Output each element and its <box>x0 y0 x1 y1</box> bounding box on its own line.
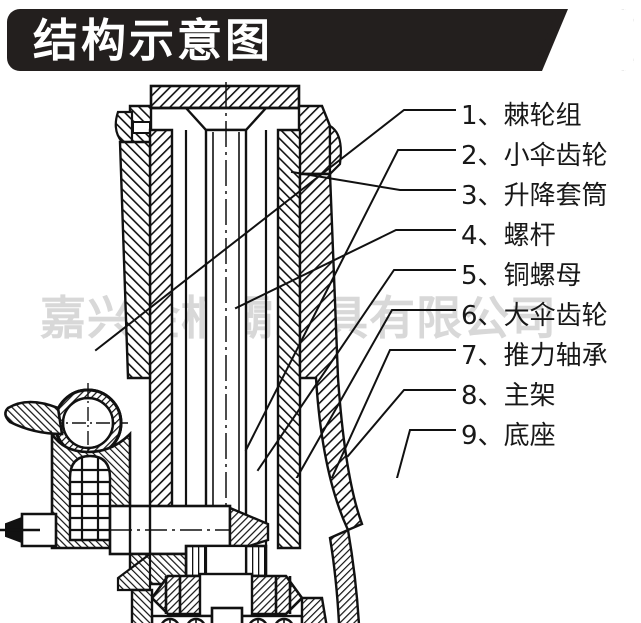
legend-separator: 、 <box>477 101 504 131</box>
header-banner: 结构示意图 <box>7 9 634 71</box>
banner-background <box>7 9 634 71</box>
leader-line-7 <box>298 349 456 550</box>
legend-separator: 、 <box>477 181 504 211</box>
legend-label: 主架 <box>503 381 556 411</box>
legend-item-1: 1、棘轮组 <box>461 96 641 136</box>
legend-label: 小伞齿轮 <box>503 141 608 171</box>
legend-number: 1 <box>461 101 478 131</box>
legend-label: 铜螺母 <box>503 261 582 291</box>
legend-item-3: 3、升降套筒 <box>461 176 641 216</box>
page-title: 结构示意图 <box>33 14 274 67</box>
leader-line-1 <box>94 109 456 352</box>
legend-item-7: 7、推力轴承 <box>461 336 641 376</box>
leader-lines <box>0 78 460 580</box>
legend-label: 大伞齿轮 <box>503 301 608 331</box>
legend-item-8: 8、主架 <box>461 376 641 416</box>
leader-line-5 <box>256 269 456 472</box>
legend-item-4: 4、螺杆 <box>461 216 641 256</box>
legend-label: 推力轴承 <box>503 341 608 371</box>
legend-label: 底座 <box>503 421 556 451</box>
leader-line-2 <box>244 149 456 452</box>
legend-number: 5 <box>461 261 478 291</box>
legend-number: 9 <box>461 421 478 451</box>
legend-separator: 、 <box>477 301 504 331</box>
legend-list: 1、棘轮组 2、小伞齿轮 3、升降套筒 4、螺杆 5、铜螺母 6、大伞齿轮 7、… <box>461 96 641 456</box>
legend-number: 2 <box>461 141 478 171</box>
legend-separator: 、 <box>477 341 504 371</box>
legend-item-9: 9、底座 <box>461 416 641 456</box>
legend-item-2: 2、小伞齿轮 <box>461 136 641 176</box>
legend-number: 8 <box>461 381 478 411</box>
legend-separator: 、 <box>477 141 504 171</box>
legend-separator: 、 <box>477 261 504 291</box>
banner-accent-shape <box>532 9 634 71</box>
leader-line-4 <box>234 229 456 310</box>
legend-number: 7 <box>461 341 478 371</box>
legend-separator: 、 <box>477 421 504 451</box>
legend-label: 升降套筒 <box>503 181 608 211</box>
legend-item-5: 5、铜螺母 <box>461 256 641 296</box>
leader-line-3 <box>290 170 456 191</box>
legend-separator: 、 <box>477 381 504 411</box>
legend-label: 棘轮组 <box>503 101 582 131</box>
legend-separator: 、 <box>477 221 504 251</box>
leader-line-6 <box>272 309 456 520</box>
structure-diagram <box>0 78 460 623</box>
legend-number: 6 <box>461 301 478 331</box>
legend-number: 3 <box>461 181 478 211</box>
legend-number: 4 <box>461 221 478 251</box>
leader-line-8 <box>346 389 456 458</box>
leader-line-9 <box>368 429 456 580</box>
legend-item-6: 6、大伞齿轮 <box>461 296 641 336</box>
legend-label: 螺杆 <box>503 221 556 251</box>
